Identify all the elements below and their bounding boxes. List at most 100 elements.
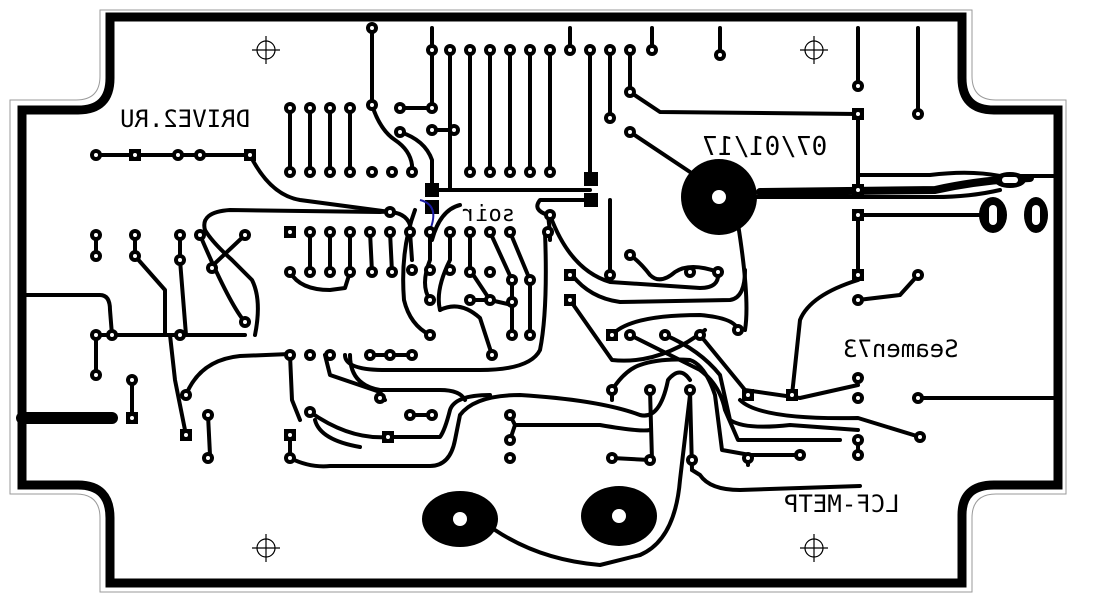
pad-drill-hole	[94, 153, 98, 157]
pad-drill-hole	[308, 270, 312, 274]
pad-drill-hole	[510, 333, 514, 337]
pad-drill-hole	[178, 258, 182, 262]
jumper-wire	[419, 199, 435, 231]
mounting-holes	[252, 36, 828, 562]
pad-drill-hole	[448, 230, 452, 234]
pad-drill-hole	[288, 106, 292, 110]
large-pad-holes	[453, 177, 1040, 526]
pad-drill-hole	[206, 456, 210, 460]
pad-drill-hole	[663, 333, 667, 337]
pad-drill-hole	[488, 270, 492, 274]
pad-drill-hole	[688, 388, 692, 392]
pad-drill-hole	[133, 233, 137, 237]
pad-drill-hole	[198, 153, 202, 157]
pad-drill-hole	[698, 333, 702, 337]
pad-drill-hole	[110, 333, 114, 337]
pad-drill-hole	[243, 320, 247, 324]
pad-drill-hole	[370, 26, 374, 30]
pad-drill-hole	[288, 456, 292, 460]
pad-drill-hole	[488, 230, 492, 234]
pad-drill-hole	[328, 270, 332, 274]
pad-drill-hole	[690, 458, 694, 462]
pad-drill-hole	[430, 128, 434, 132]
pad-drill-hole	[508, 170, 512, 174]
pad-drill-hole	[370, 103, 374, 107]
pad-drill-hole	[370, 170, 374, 174]
pad-drill-hole	[468, 230, 472, 234]
pad-drill-hole	[176, 153, 180, 157]
pad-drill-hole	[610, 388, 614, 392]
pad-drill-hole	[488, 48, 492, 52]
pad-drill-hole	[430, 48, 434, 52]
pad-drill-hole	[198, 233, 202, 237]
pad-drill-hole	[308, 106, 312, 110]
pad-drill-hole	[428, 298, 432, 302]
pad-drill-hole	[308, 353, 312, 357]
pad-drill-hole	[488, 298, 492, 302]
pad-drill-hole	[528, 48, 532, 52]
pad-drill-hole	[390, 270, 394, 274]
pad-drill-hole	[628, 48, 632, 52]
pad-drill-hole	[548, 170, 552, 174]
pad-drill-hole	[916, 273, 920, 277]
pad-drill-hole	[130, 378, 134, 382]
pad-drill-hole	[510, 278, 514, 282]
pad-drill-hole	[688, 270, 692, 274]
pad-drill-hole	[856, 273, 860, 277]
pad-drill-hole	[468, 270, 472, 274]
pad-drill-hole	[328, 170, 332, 174]
pad-drill-hole	[428, 333, 432, 337]
pad-drill-hole	[388, 210, 392, 214]
pad-drill-hole	[548, 48, 552, 52]
pad-drill-hole	[916, 396, 920, 400]
pad-drill-hole	[918, 435, 922, 439]
pad-drill-hole	[716, 270, 720, 274]
pad-drill-hole	[378, 396, 382, 400]
pad-drill-hole	[133, 153, 137, 157]
pad-drill-hole	[133, 254, 137, 258]
pad-drill-hole	[428, 230, 432, 234]
pad-drill-hole	[184, 433, 188, 437]
pad-drill-hole	[328, 230, 332, 234]
date-label: 07/01/17	[702, 132, 827, 162]
author-label: Seamen73	[843, 335, 959, 363]
pad-drill-hole	[452, 128, 456, 132]
pad-drill-hole	[388, 353, 392, 357]
pad-drill-hole	[408, 413, 412, 417]
pad-drill-hole	[628, 253, 632, 257]
pad-drill-hole	[548, 213, 552, 217]
board-outline	[9, 9, 1067, 593]
pad-drill-hole	[718, 53, 722, 57]
pad-drill-hole	[856, 438, 860, 442]
pad-drill-hole	[650, 48, 654, 52]
pad-drill-hole	[348, 270, 352, 274]
pad-drill-hole	[328, 106, 332, 110]
pad-drill-hole	[588, 48, 592, 52]
pad-drill-hole	[628, 90, 632, 94]
pad-drill-hole	[736, 328, 740, 332]
pad-drill-hole	[398, 130, 402, 134]
pad-drill-hole	[288, 433, 292, 437]
pad-drill-hole	[508, 48, 512, 52]
pad-drill-hole	[348, 106, 352, 110]
pad-drill-hole	[130, 416, 134, 420]
pad-drill-hole	[746, 393, 750, 397]
pad-drill-hole	[610, 456, 614, 460]
pad-drill-hole	[856, 112, 860, 116]
pad-drill-hole	[610, 333, 614, 337]
pad-drill-hole	[348, 170, 352, 174]
silkscreen: DRIVE2.RU 07/01/17 soir Seamen73 LCF-MET…	[120, 105, 959, 518]
pad-drill-hole	[468, 48, 472, 52]
pad-drill-hole	[746, 456, 750, 460]
pad-drill-hole	[568, 298, 572, 302]
pad-drill-hole	[94, 254, 98, 258]
pad-drill-hole	[628, 130, 632, 134]
device-label: LCF-METP	[784, 490, 900, 518]
pad-drill-hole	[608, 48, 612, 52]
pad-drill-hole	[308, 230, 312, 234]
pad-drill-hole	[528, 333, 532, 337]
pad-drill-hole	[178, 333, 182, 337]
pad-drill-hole	[370, 270, 374, 274]
pad-drill-hole	[94, 373, 98, 377]
